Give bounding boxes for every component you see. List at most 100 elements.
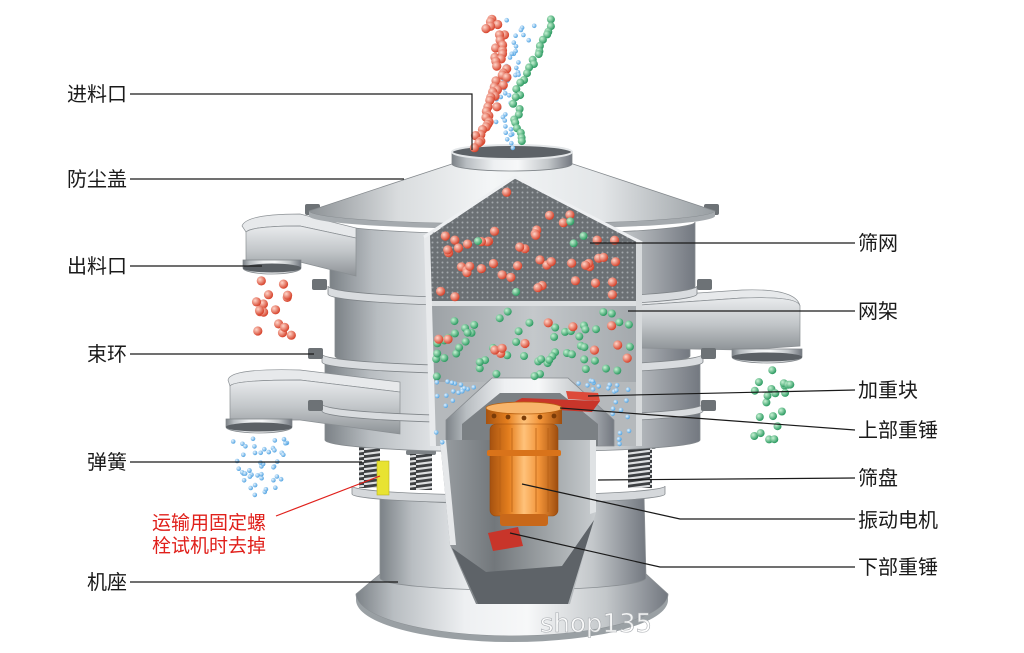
chute-opening — [226, 422, 292, 432]
particle-red — [283, 290, 293, 300]
particle-blue — [259, 475, 264, 481]
particle-green — [580, 355, 589, 364]
particle-blue — [613, 399, 618, 405]
particle-green — [750, 432, 759, 440]
particle-green — [509, 99, 518, 108]
spring-right — [628, 448, 652, 488]
inlet — [451, 144, 573, 172]
particle-blue — [255, 473, 260, 478]
particle-green — [455, 343, 464, 352]
particle-red — [502, 187, 512, 197]
particle-red — [613, 340, 623, 350]
particle-red — [490, 345, 500, 355]
cut-edge-left — [424, 235, 436, 446]
label-clamp-ring: 束环 — [87, 342, 127, 366]
particle-red — [570, 276, 581, 286]
leader-lines — [130, 93, 856, 583]
particle-red — [453, 243, 463, 253]
clamp-bracket — [697, 279, 712, 290]
particle-red — [581, 260, 591, 270]
particle-blue — [250, 436, 256, 442]
particle-blue — [247, 468, 252, 473]
particle-blue — [625, 414, 630, 420]
bolt — [537, 414, 543, 420]
particle-blue — [504, 17, 510, 23]
clamp-bracket — [308, 348, 323, 359]
particle-blue — [259, 471, 264, 477]
particle-blue — [625, 387, 631, 392]
particle-red — [590, 278, 601, 288]
particle-green — [592, 325, 600, 334]
particle-green — [525, 318, 534, 327]
particle-red — [544, 210, 555, 220]
particle-blue — [508, 132, 513, 138]
particle-green — [770, 435, 779, 444]
particle-red — [497, 343, 507, 353]
particle-blue — [513, 44, 519, 49]
labels-right: 筛网 网架 加重块 上部重锤 筛盘 振动电机 下部重锤 — [858, 231, 938, 579]
particle-green — [517, 137, 526, 146]
particle-blue — [503, 130, 509, 135]
particle-red — [251, 297, 262, 307]
leader-line-transport-bolt — [275, 475, 381, 517]
particle-blue — [502, 91, 508, 96]
label-vibration-motor: 振动电机 — [858, 508, 938, 532]
particle-blue — [503, 124, 508, 129]
particle-red — [497, 270, 507, 280]
particle-blue — [242, 471, 248, 476]
outlet-upper-left — [241, 213, 357, 277]
label-screen-tray: 筛盘 — [858, 466, 898, 490]
particle-red — [607, 290, 617, 300]
particle-blue — [506, 93, 512, 98]
particle-blue — [281, 436, 287, 442]
particle-green — [768, 366, 777, 375]
particle-red — [543, 318, 553, 328]
particle-red — [450, 292, 460, 302]
weight-block — [566, 391, 600, 401]
cover-cut-edge — [423, 175, 643, 245]
leader-line-weight-block — [587, 389, 856, 397]
label-inlet: 进料口 — [67, 82, 127, 106]
bolt — [505, 414, 511, 420]
particle-green — [512, 337, 521, 346]
particle-red — [502, 72, 512, 82]
particle-blue — [508, 126, 514, 132]
particle-red — [568, 322, 578, 332]
particles-outside — [230, 14, 795, 498]
particle-green — [546, 15, 555, 24]
particle-green — [450, 317, 459, 326]
particle-blue — [263, 487, 269, 492]
particle-green — [763, 391, 772, 400]
particle-green — [450, 329, 459, 338]
particle-blue — [248, 485, 253, 491]
particle-green — [607, 309, 616, 318]
label-lower-weight: 下部重锤 — [858, 555, 938, 579]
cut-edge-right — [636, 240, 642, 446]
particle-green — [551, 323, 560, 332]
spring-mount-mid-top — [406, 450, 436, 455]
particle-green — [452, 349, 461, 358]
particle-blue — [521, 32, 526, 38]
particle-blue — [252, 492, 258, 498]
particle-red — [491, 43, 501, 53]
labels-left: 进料口 防尘盖 出料口 束环 弹簧 机座 — [67, 82, 127, 594]
label-screen-frame: 网架 — [858, 299, 898, 323]
particle-red — [515, 242, 525, 252]
particle-blue — [458, 382, 464, 388]
particle-blue — [617, 441, 622, 447]
particle-blue — [443, 403, 449, 409]
particle-green — [625, 342, 634, 351]
particle-red — [280, 322, 290, 332]
particle-red — [513, 261, 523, 271]
clamp-bracket — [312, 279, 327, 290]
clamp-bracket — [701, 348, 716, 359]
particle-green — [581, 365, 590, 373]
particle-red — [481, 24, 491, 34]
particle-green — [590, 356, 599, 365]
particle-blue — [617, 430, 623, 436]
bolt — [551, 413, 557, 419]
particle-blue — [614, 388, 619, 393]
particle-green — [550, 332, 559, 341]
particle-blue — [610, 406, 616, 412]
